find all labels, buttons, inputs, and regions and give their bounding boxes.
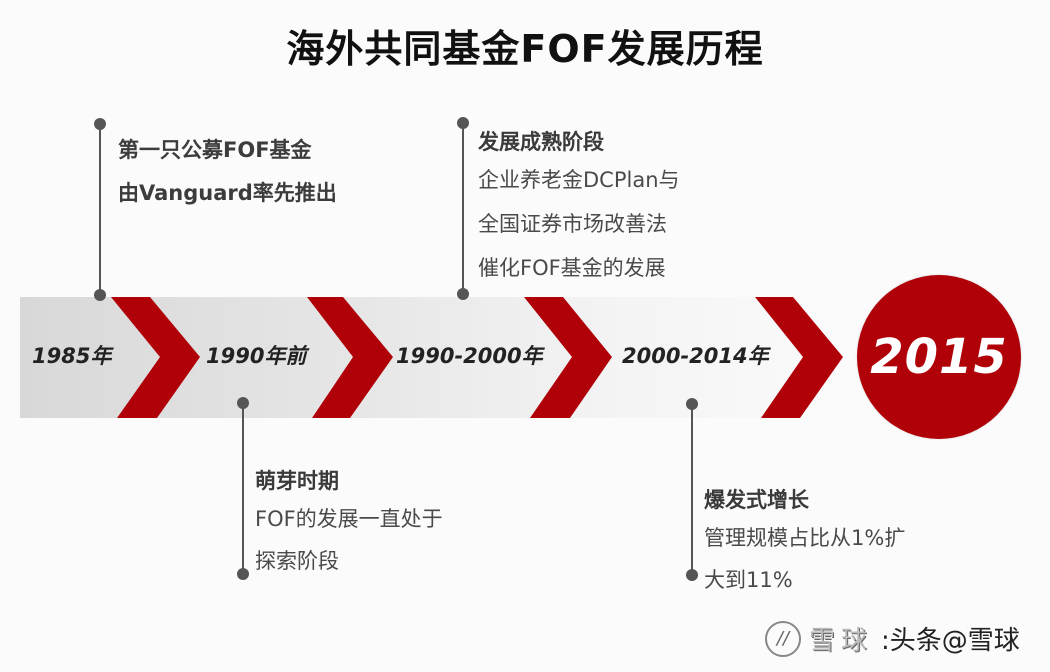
connector-line <box>462 122 464 294</box>
note-pre-1990: 萌芽时期 FOF的发展一直处于 探索阶段 <box>255 469 443 573</box>
watermark: // 雪球 :头条@雪球 <box>765 620 1020 657</box>
connector-dot <box>457 288 469 300</box>
connector-dot <box>686 569 698 581</box>
connector-line <box>242 403 244 574</box>
chevron-arrow-icon <box>755 297 843 418</box>
note-1990-2000: 发展成熟阶段 企业养老金DCPlan与 全国证券市场改善法 催化FOF基金的发展 <box>478 130 680 280</box>
connector-dot <box>686 398 698 410</box>
note-1985: 第一只公募FOF基金 由Vanguard率先推出 <box>118 138 337 205</box>
chevron-arrow-icon <box>111 297 200 418</box>
period-pre-1990: 1990年前 <box>206 344 307 368</box>
connector-dot <box>457 117 469 129</box>
year-2015-circle: 2015 <box>857 275 1021 439</box>
watermark-text: :头条@雪球 <box>881 626 1020 656</box>
connector-line <box>691 404 693 575</box>
period-2000-2014: 2000-2014年 <box>622 344 769 368</box>
period-1985: 1985年 <box>32 344 112 368</box>
watermark-brand: 雪球 <box>809 626 874 656</box>
connector-line <box>99 124 101 295</box>
connector-dot <box>94 118 106 130</box>
period-1990-2000: 1990-2000年 <box>396 344 543 368</box>
connector-dot <box>237 568 249 580</box>
connector-dot <box>94 289 106 301</box>
page-title: 海外共同基金FOF发展历程 <box>286 27 764 71</box>
chevron-arrow-icon <box>524 297 612 418</box>
chevron-arrow-icon <box>307 297 393 418</box>
connector-dot <box>237 397 249 409</box>
final-year-label: 2015 <box>870 329 1008 385</box>
note-2000-2014: 爆发式增长 管理规模占比从1%扩 大到11% <box>704 488 906 592</box>
xueqiu-logo-icon: // <box>765 620 801 657</box>
